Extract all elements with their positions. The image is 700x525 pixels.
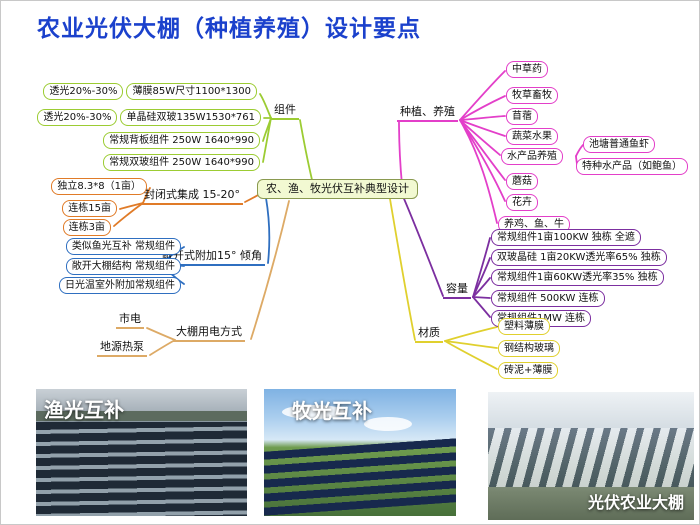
mindmap-node: 敞开大棚结构 常规组件 [65, 258, 181, 275]
solar-panels-on-grass [264, 438, 456, 516]
capacity-branch-lines [401, 193, 491, 318]
mindmap-node: 连栋15亩 [62, 200, 117, 217]
enclosed-branch-lines [113, 187, 264, 227]
mindmap-node: 常规双玻组件 250W 1640*990 [103, 154, 260, 171]
mindmap-node: 常规组件 500KW 连栋 [491, 290, 605, 307]
mindmap-node: 钢结构玻璃 [498, 340, 560, 357]
solar-panels-over-water [36, 422, 247, 516]
mindmap-node: 常规组件1亩100KW 独栋 全遮 [491, 229, 641, 246]
components-branch-lines [259, 93, 314, 185]
cloud [282, 405, 346, 419]
mindmap-node: 透光20%-30% [37, 109, 118, 126]
mindmap-node: 砖泥+薄膜 [498, 362, 559, 379]
photo-label: 光伏农业大棚 [587, 493, 684, 512]
branch-label-capacity: 容量 [443, 282, 471, 299]
mindmap-node: 常规组件1亩60KW透光率35% 独栋 [491, 269, 664, 286]
photo-label: 牧光互补 [292, 399, 372, 423]
mindmap-node: 塑料薄膜 [498, 318, 550, 335]
mindmap-node: 类似鱼光互补 常规组件 [65, 238, 181, 255]
photo-treeline [36, 410, 247, 421]
mindmap-node: 蘑菇 [506, 173, 538, 190]
mindmap-node: 蔬菜水果 [506, 128, 558, 145]
page-title: 农业光伏大棚（种植养殖）设计要点 [37, 16, 421, 42]
mindmap-node: 地源热泵 [97, 340, 147, 357]
greenhouse-roofs [488, 427, 694, 487]
photo-fishery-solar: 渔光互补 [36, 389, 247, 516]
mindmap-node: 中草药 [506, 61, 548, 78]
photo-pasture-solar: 牧光互补 [264, 389, 456, 516]
photo-pv-greenhouse: 光伏农业大棚 [488, 392, 694, 520]
planting-branch-lines [398, 70, 584, 224]
branch-label-power: 大棚用电方式 [173, 325, 245, 342]
branch-label-planting: 种植、养殖 [397, 105, 458, 122]
material-branch-lines [389, 198, 498, 370]
mindmap-node: 薄膜85W尺寸1100*1300 [126, 83, 257, 100]
mindmap-node: 池塘普通鱼虾 [583, 136, 655, 153]
mindmap-node: 市电 [116, 312, 144, 329]
branch-label-components: 组件 [271, 103, 299, 120]
cloud [364, 417, 412, 431]
mindmap-node: 苜蓿 [506, 108, 538, 125]
mindmap-node: 日光温室外附加常规组件 [59, 277, 181, 294]
central-node: 农、渔、牧光伏互补典型设计 [257, 179, 418, 199]
mindmap-node: 花卉 [506, 194, 538, 211]
mindmap-node: 水产品养殖 [501, 148, 563, 165]
mindmap-node: 透光20%-30% [43, 83, 124, 100]
mindmap-node: 常规背板组件 250W 1640*990 [103, 132, 260, 149]
mindmap-node: 连栋3亩 [62, 219, 111, 236]
mindmap-node: 牧草畜牧 [506, 87, 558, 104]
mindmap-node: 独立8.3*8（1亩） [51, 178, 147, 195]
branch-label-material: 材质 [415, 326, 443, 343]
branch-label-enclosed: 封闭式集成 15-20° [141, 188, 243, 205]
components-row-1: 透光20%-30% 薄膜85W尺寸1100*1300 [43, 83, 257, 100]
components-row-2: 透光20%-30% 单晶硅双玻135W1530*761 [37, 109, 261, 126]
mindmap-node: 单晶硅双玻135W1530*761 [120, 109, 261, 126]
power-branch-lines [146, 200, 290, 356]
mindmap-node: 特种水产品（如鲍鱼） [576, 158, 688, 175]
branch-label-open-type: 敞开式附加15° 倾角 [159, 249, 265, 266]
mindmap-node: 双玻晶硅 1亩20KW透光率65% 独栋 [491, 249, 667, 266]
photo-label: 渔光互补 [44, 398, 124, 422]
